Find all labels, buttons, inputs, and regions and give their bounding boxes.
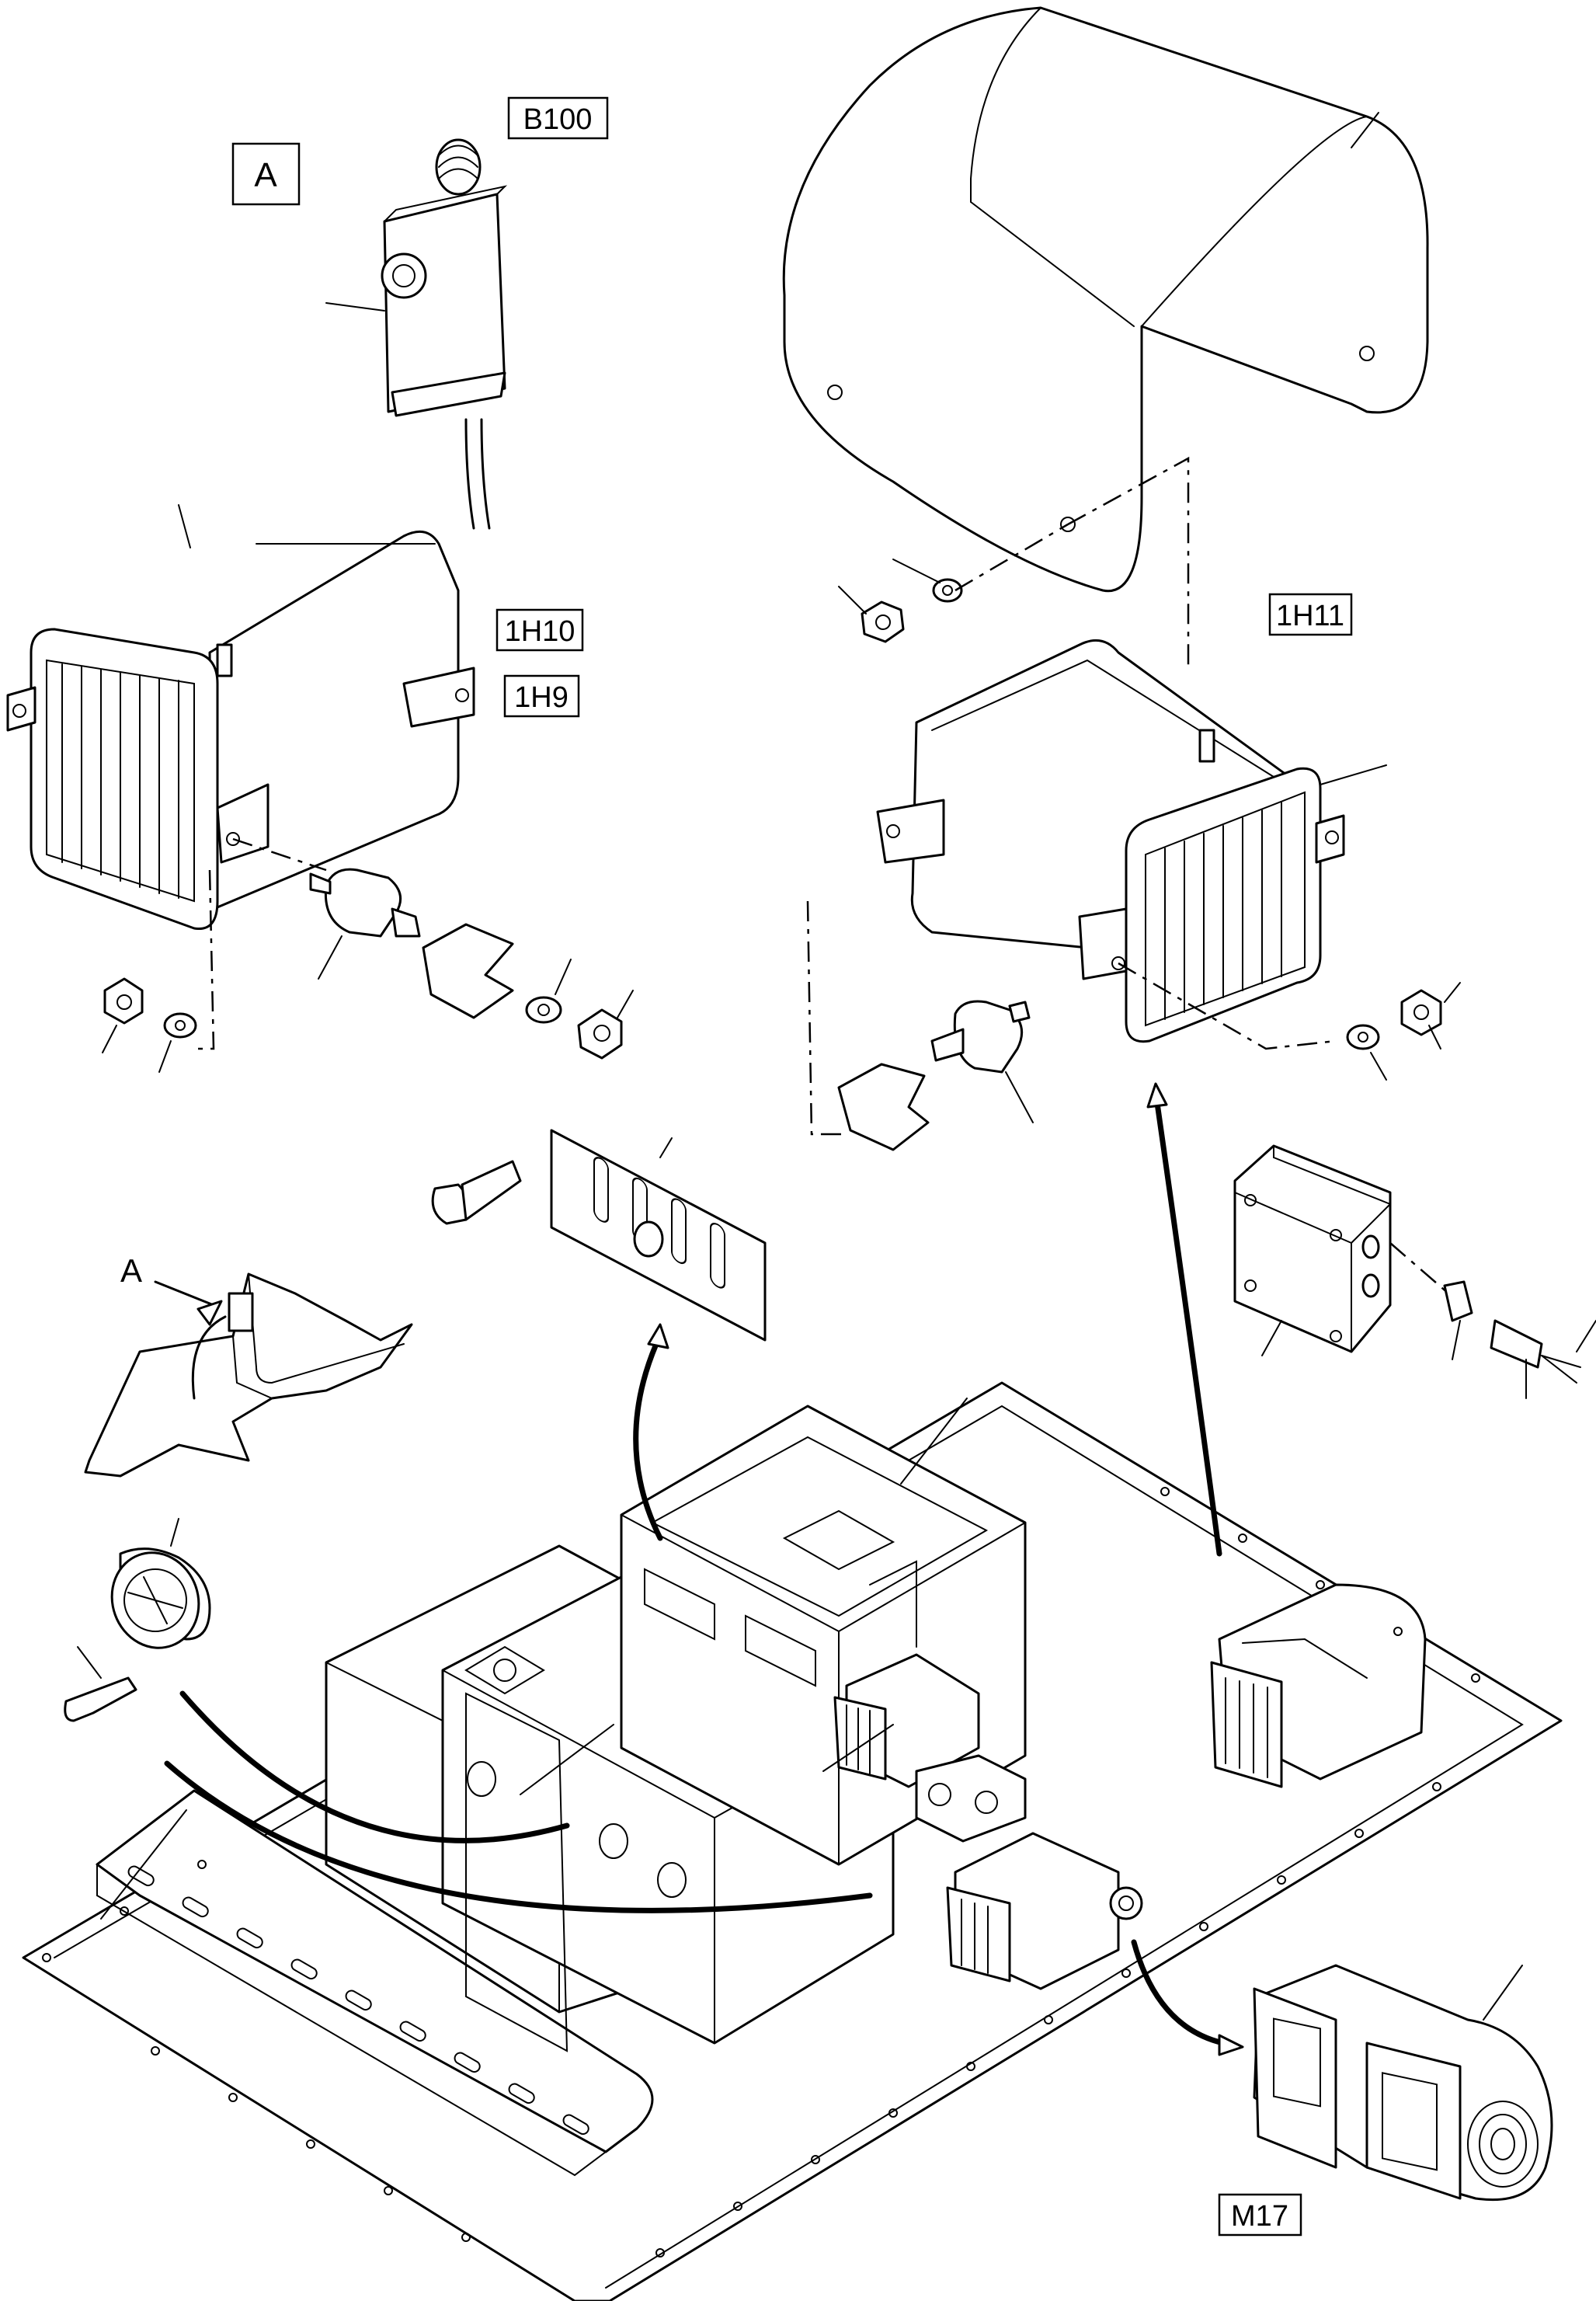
view-a-arrow-label: A <box>120 1252 142 1289</box>
heater-left-mount-parts <box>102 837 634 1073</box>
label-view-a: A <box>231 142 301 206</box>
label-1h9: 1H9 <box>503 674 580 718</box>
label-view-a-text: A <box>254 156 277 194</box>
heater-right-mount-parts <box>806 900 1461 1151</box>
junction-box <box>1233 1144 1596 1399</box>
cover-fasteners <box>838 456 1190 668</box>
label-1h11-text: 1H11 <box>1276 600 1344 632</box>
thermostat-b100 <box>325 138 508 530</box>
blower-m17 <box>1253 1964 1553 2202</box>
cover-panel <box>782 6 1429 593</box>
heater-1h11 <box>876 639 1387 1043</box>
label-m17-text: M17 <box>1231 2200 1288 2233</box>
fan-motor <box>64 1518 211 1722</box>
label-1h9-text: 1H9 <box>514 681 569 714</box>
assembly-arrows <box>164 1082 1244 2056</box>
label-1h10-text: 1H10 <box>505 615 575 648</box>
label-1h10: 1H10 <box>495 608 584 652</box>
heater-1h10 <box>6 504 475 931</box>
vent-grille <box>431 1129 767 1342</box>
label-b100-text: B100 <box>523 103 593 136</box>
label-1h11: 1H11 <box>1268 593 1353 636</box>
label-m17: M17 <box>1218 2193 1302 2237</box>
view-a-detail <box>84 1272 413 1478</box>
label-b100: B100 <box>507 96 609 140</box>
base-plate-assembly <box>22 1381 1563 2301</box>
